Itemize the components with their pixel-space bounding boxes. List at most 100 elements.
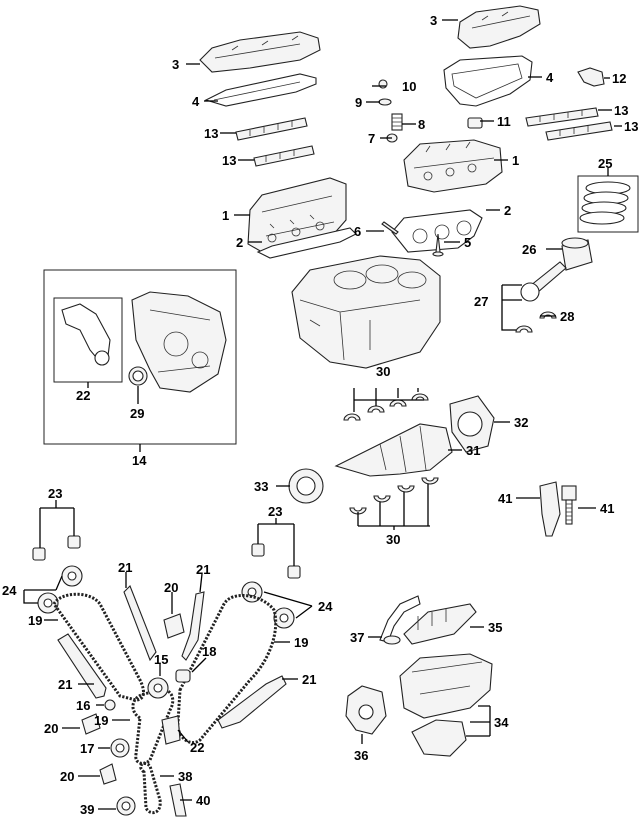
intake-valve[interactable]: [381, 221, 399, 235]
front-cover-seal[interactable]: [128, 366, 148, 386]
callout-20: 20: [164, 580, 178, 595]
lash-adjuster[interactable]: [467, 117, 483, 129]
callout-41: 41: [600, 501, 614, 516]
timing-chain-left[interactable]: [52, 592, 145, 702]
crankshaft[interactable]: [334, 423, 453, 477]
tensioner-bushing[interactable]: [175, 669, 191, 683]
chain-tensioner-left[interactable]: [81, 713, 101, 735]
front-cover-gasket[interactable]: [61, 303, 111, 366]
valve-spring[interactable]: [391, 113, 403, 131]
callout-28: 28: [560, 309, 574, 324]
crankshaft-balancer[interactable]: [288, 468, 324, 504]
head-gasket-left[interactable]: [256, 227, 357, 259]
camshaft-right-lower[interactable]: [545, 121, 613, 141]
camshaft-right-upper[interactable]: [525, 107, 599, 127]
timing-cover[interactable]: [131, 291, 227, 393]
oil-pump-chain-guide[interactable]: [169, 783, 187, 817]
callout-17: 17: [80, 741, 94, 756]
main-bearings-lower[interactable]: [349, 477, 439, 515]
callout-23: 23: [48, 486, 62, 501]
callout-39: 39: [80, 802, 94, 817]
callout-24: 24: [2, 583, 17, 598]
main-bearings-upper[interactable]: [343, 393, 429, 421]
callout-23: 23: [268, 504, 282, 519]
callout-labels: 3 4 13 13 1 2 3 4 12 13 13 10 9 8 7 11 1…: [2, 13, 638, 817]
valve-spring-retainer[interactable]: [378, 98, 392, 106]
oil-pan-lower[interactable]: [411, 719, 467, 757]
callout-20: 20: [60, 769, 74, 784]
valve-keeper[interactable]: [378, 79, 388, 89]
callout-13: 13: [614, 103, 628, 118]
actuator-bolts-left[interactable]: [32, 535, 81, 561]
callout-21: 21: [58, 677, 72, 692]
callout-12: 12: [612, 71, 626, 86]
valve-cover-gasket-left[interactable]: [204, 73, 317, 107]
chain-tensioner-upper[interactable]: [163, 613, 185, 639]
idler-sprocket[interactable]: [147, 677, 169, 699]
callout-40: 40: [196, 793, 210, 808]
camshaft-actuators-right[interactable]: [241, 581, 295, 629]
oil-pump-sprocket[interactable]: [116, 796, 136, 816]
callout-13: 13: [222, 153, 236, 168]
callout-27: 27: [474, 294, 488, 309]
timing-chain-oil-pump[interactable]: [139, 762, 162, 815]
sprocket-bolt[interactable]: [104, 699, 116, 711]
chain-guide-upper-right[interactable]: [181, 591, 205, 661]
callout-20: 20: [44, 721, 58, 736]
callout-35: 35: [488, 620, 502, 635]
callout-13: 13: [204, 126, 218, 141]
callout-2: 2: [236, 235, 243, 250]
callout-30: 30: [376, 364, 390, 379]
valve-cover-gasket-right[interactable]: [443, 55, 533, 107]
callout-14: 14: [132, 453, 147, 468]
timing-chain-right[interactable]: [176, 593, 278, 745]
oil-pickup-tube[interactable]: [379, 595, 421, 645]
oil-control-solenoid-left[interactable]: [539, 481, 561, 537]
camshaft-left-lower[interactable]: [253, 145, 315, 167]
windage-tray[interactable]: [403, 603, 477, 645]
valve-cover-right[interactable]: [457, 5, 541, 49]
callout-15: 15: [154, 652, 168, 667]
callout-21: 21: [196, 562, 210, 577]
timing-chain-primary[interactable]: [131, 688, 175, 765]
oil-pump[interactable]: [345, 685, 387, 735]
cylinder-head-right[interactable]: [403, 139, 503, 193]
piston[interactable]: [561, 237, 593, 271]
oil-pan[interactable]: [399, 653, 493, 719]
callout-30: 30: [386, 532, 400, 547]
piston-rings[interactable]: [579, 181, 631, 225]
actuator-bolts-right[interactable]: [251, 543, 301, 579]
sensor[interactable]: [577, 67, 605, 87]
callout-19: 19: [294, 635, 308, 650]
callout-4: 4: [192, 94, 200, 109]
oil-control-solenoid-right[interactable]: [561, 485, 577, 525]
callout-3: 3: [172, 57, 179, 72]
camshaft-left-upper[interactable]: [235, 117, 308, 141]
callout-33: 33: [254, 479, 268, 494]
chain-tensioner-lower[interactable]: [99, 763, 117, 785]
callout-25: 25: [598, 156, 612, 171]
cylinder-head-left[interactable]: [247, 177, 347, 253]
callout-5: 5: [464, 235, 471, 250]
chain-guide-left[interactable]: [57, 633, 107, 699]
callout-2: 2: [504, 203, 511, 218]
chain-tensioner-shoe[interactable]: [161, 715, 181, 745]
callout-38: 38: [178, 769, 192, 784]
rear-main-seal-retainer[interactable]: [449, 395, 495, 453]
callout-10: 10: [402, 79, 416, 94]
callout-16: 16: [76, 698, 90, 713]
crankshaft-sprocket[interactable]: [110, 738, 130, 758]
exhaust-valve[interactable]: [432, 233, 444, 257]
connecting-rod[interactable]: [520, 261, 567, 302]
callout-9: 9: [355, 95, 362, 110]
chain-guide-upper-left[interactable]: [123, 585, 157, 662]
rod-bearings[interactable]: [515, 311, 557, 333]
callout-34: 34: [494, 715, 509, 730]
callout-3: 3: [430, 13, 437, 28]
valve-cover-left[interactable]: [199, 31, 321, 73]
chain-guide-right[interactable]: [217, 675, 287, 729]
engine-block[interactable]: [291, 255, 441, 369]
callout-13: 13: [624, 119, 638, 134]
leader-lines: [23, 19, 622, 810]
